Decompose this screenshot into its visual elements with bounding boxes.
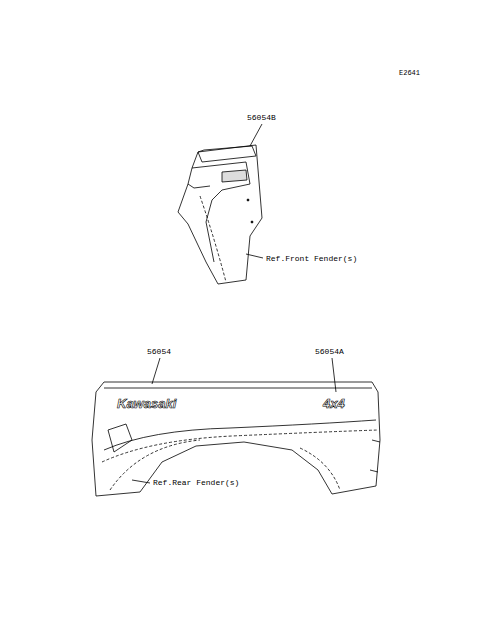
rear-decal-arch [300, 448, 340, 490]
rear-decal [92, 382, 380, 496]
front-decal-fold [198, 146, 256, 162]
front-decal-inner [192, 162, 250, 262]
front-decal-stripe [200, 196, 226, 282]
part-number: 56054B [246, 112, 277, 123]
part-number: 56054 [146, 346, 172, 357]
front-decal-edge [188, 184, 210, 188]
reference-note: Ref.Rear Fender(s) [152, 477, 240, 488]
rear-decal-corner [108, 424, 132, 452]
decal-logo: Kawasaki [116, 396, 177, 412]
decal-logo: 4x4 [322, 396, 346, 412]
part-number: 56054A [314, 346, 345, 357]
front-decal [178, 145, 262, 284]
leader-line [246, 254, 263, 258]
rear-decal-stripe [104, 420, 376, 450]
drawing-code: E2641 [398, 68, 421, 78]
leader-line [132, 480, 150, 483]
leader-line [152, 358, 160, 384]
rear-decal-stripe [102, 430, 378, 462]
leader-line [250, 124, 262, 146]
leader-line [332, 358, 336, 392]
front-decal-logo [222, 170, 247, 182]
rear-decal-top-edge [104, 388, 372, 389]
rear-decal-edge [370, 440, 380, 472]
reference-note: Ref.Front Fender(s) [265, 253, 358, 264]
